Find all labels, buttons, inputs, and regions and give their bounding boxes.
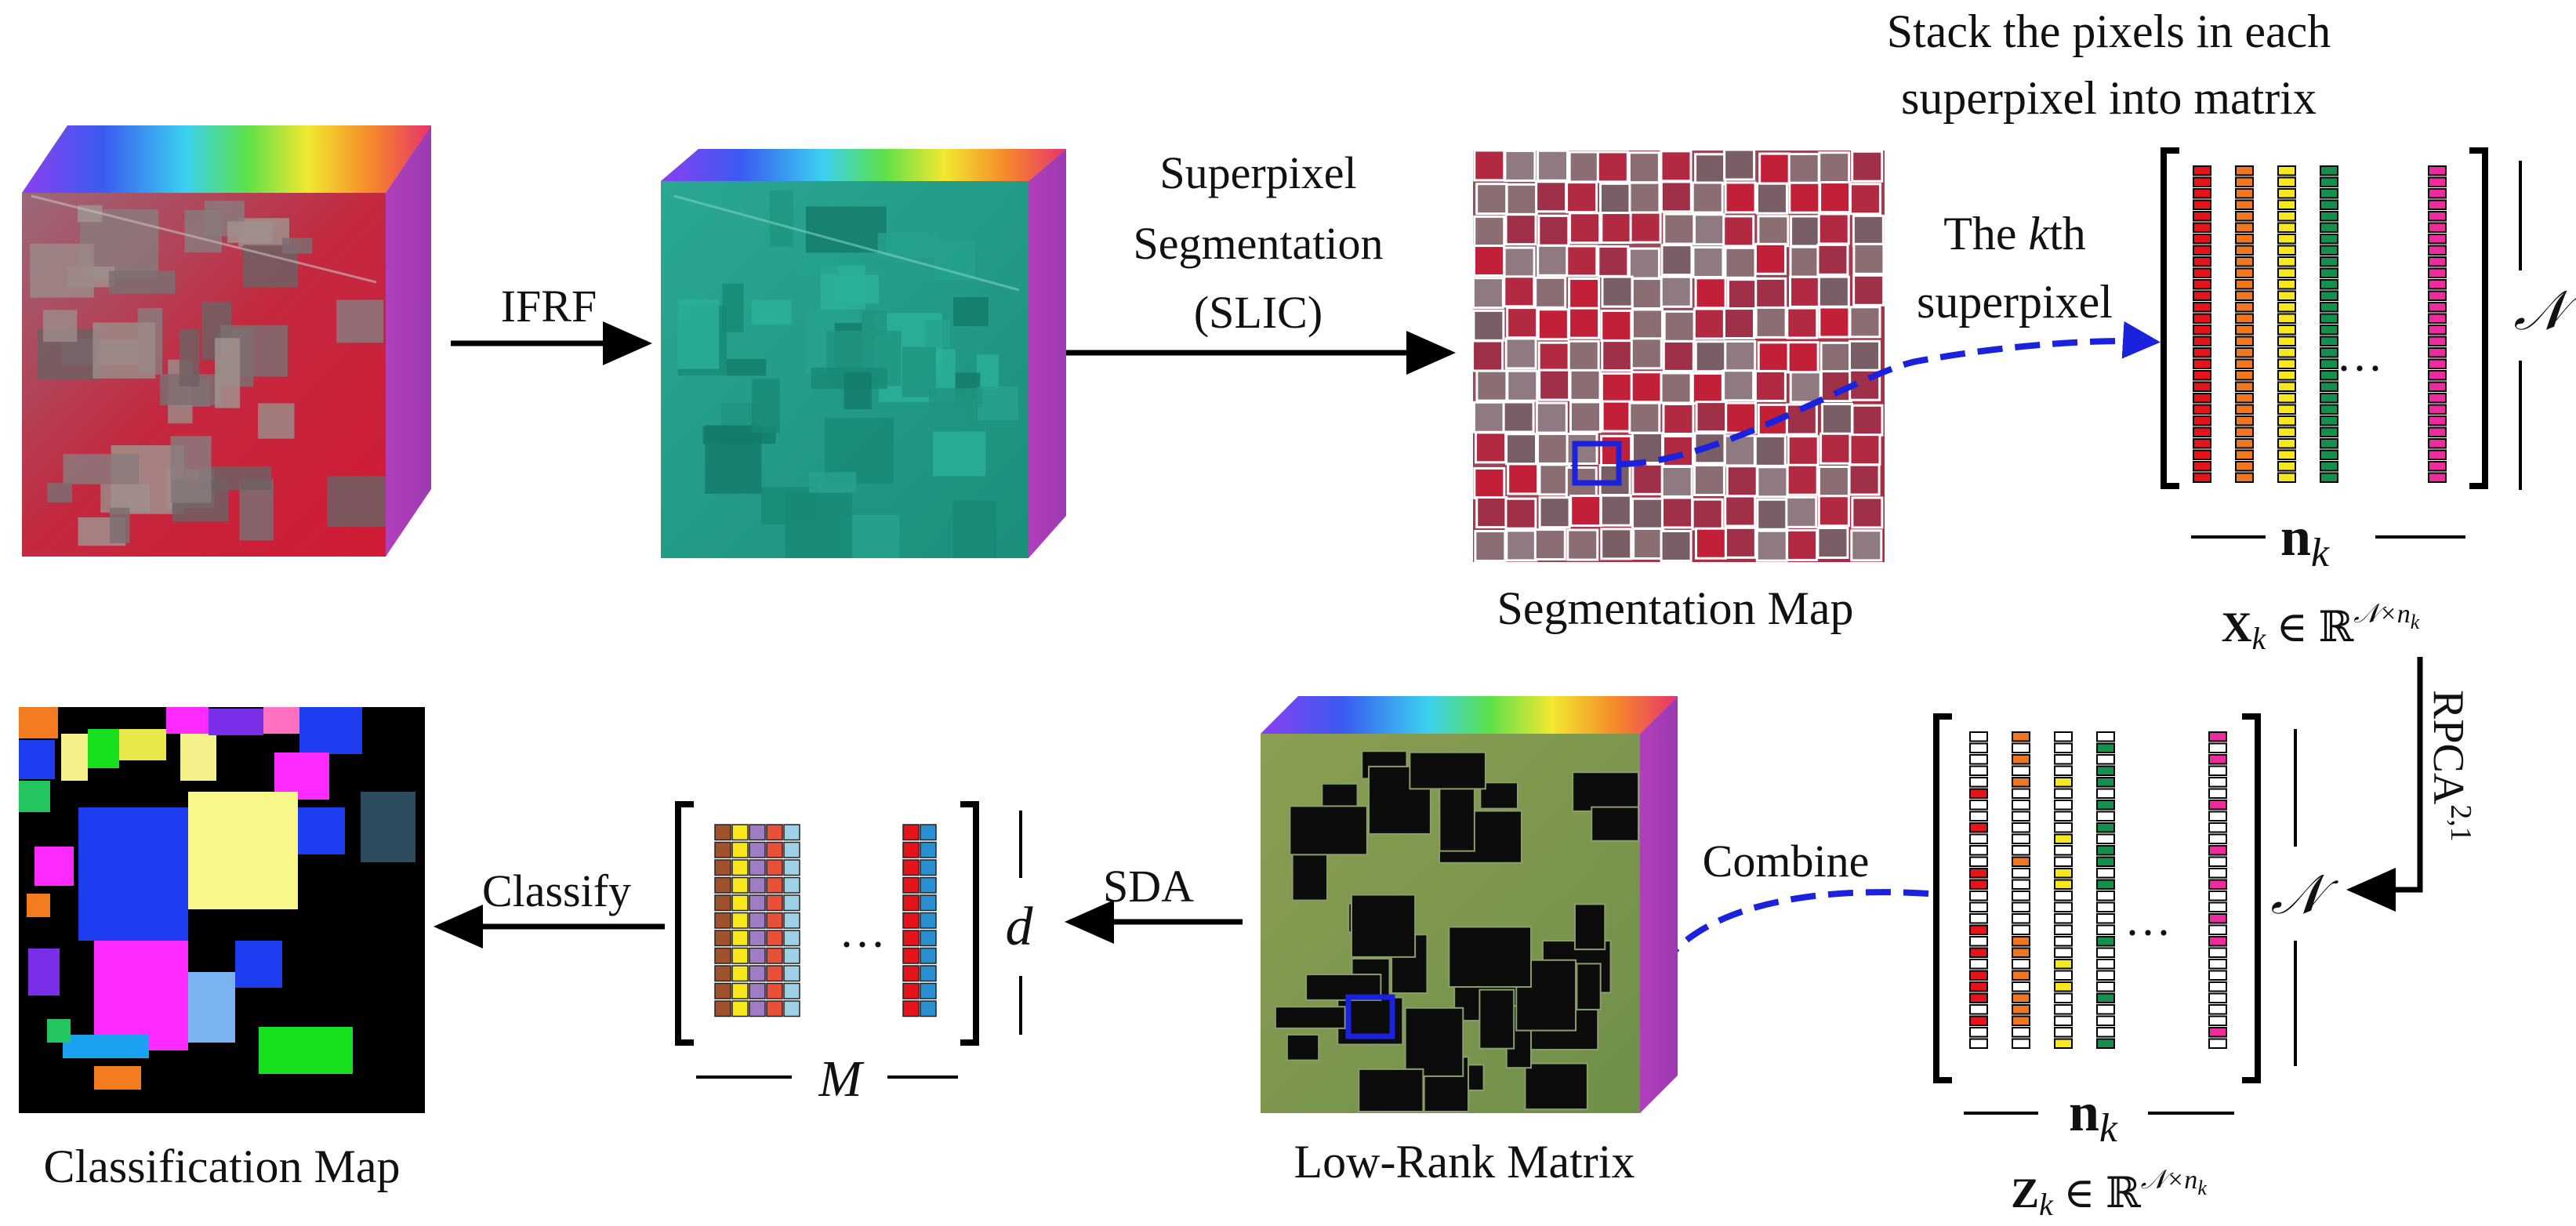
kth-superpixel-arrow — [1620, 321, 2161, 467]
zk-dots: ··· — [2124, 907, 2171, 959]
low-rank-label: Low-Rank Matrix — [1294, 1136, 1635, 1188]
stack-label-1: Stack the pixels in each — [1887, 5, 2331, 57]
d-label: d — [1006, 897, 1034, 957]
segmentation-map-label: Segmentation Map — [1497, 582, 1854, 634]
xk-dots: ··· — [2336, 343, 2383, 394]
slic-arrow: Superpixel Segmentation (SLIC) — [1066, 147, 1456, 375]
kth-label-2: superpixel — [1917, 276, 2113, 328]
classification-map — [19, 707, 425, 1113]
classify-arrow: Classify — [434, 865, 665, 949]
zk-formula: Zk ∈ ℝ𝒩×nk — [2011, 1166, 2207, 1222]
slic-label-2: Segmentation — [1134, 218, 1384, 269]
rpca-label: RPCA2,1 — [2424, 690, 2477, 842]
xk-N-label: 𝒩 — [2513, 281, 2576, 342]
ifrf-cube — [661, 149, 1066, 558]
slic-label-3: (SLIC) — [1194, 287, 1322, 338]
xk-nk-label: nk — [2280, 507, 2330, 575]
classification-map-label: Classification Map — [44, 1141, 401, 1192]
matrix-xk: ··· 𝒩 nk Xk ∈ ℝ𝒩×nk — [2161, 147, 2576, 656]
sda-label: SDA — [1103, 861, 1194, 912]
ifrf-label: IFRF — [501, 281, 597, 332]
slic-label-1: Superpixel — [1159, 147, 1356, 198]
zk-N-label: 𝒩 — [2270, 865, 2338, 926]
superpixel-marker — [1572, 441, 1622, 486]
hsi-cube — [22, 125, 431, 557]
low-rank-cube — [1261, 696, 1678, 1113]
rpca-arrow: RPCA2,1 — [2346, 657, 2477, 912]
M-label: M — [818, 1050, 865, 1108]
feat-dots: ··· — [839, 919, 886, 970]
kth-label: The kth — [1943, 208, 2086, 259]
classify-label: Classify — [482, 865, 631, 916]
segmentation-map — [1471, 148, 1885, 563]
zk-nk-label: nk — [2069, 1083, 2118, 1151]
combine-label: Combine — [1703, 836, 1870, 887]
ifrf-arrow: IFRF — [451, 281, 652, 365]
sda-arrow: SDA — [1065, 861, 1243, 944]
stack-label-2: superpixel into matrix — [1901, 72, 2317, 124]
xk-formula: Xk ∈ ℝ𝒩×nk — [2222, 600, 2420, 656]
feature-matrix: ··· d M — [675, 801, 1034, 1108]
matrix-zk: ··· 𝒩 nk Zk ∈ ℝ𝒩×nk — [1933, 713, 2338, 1222]
